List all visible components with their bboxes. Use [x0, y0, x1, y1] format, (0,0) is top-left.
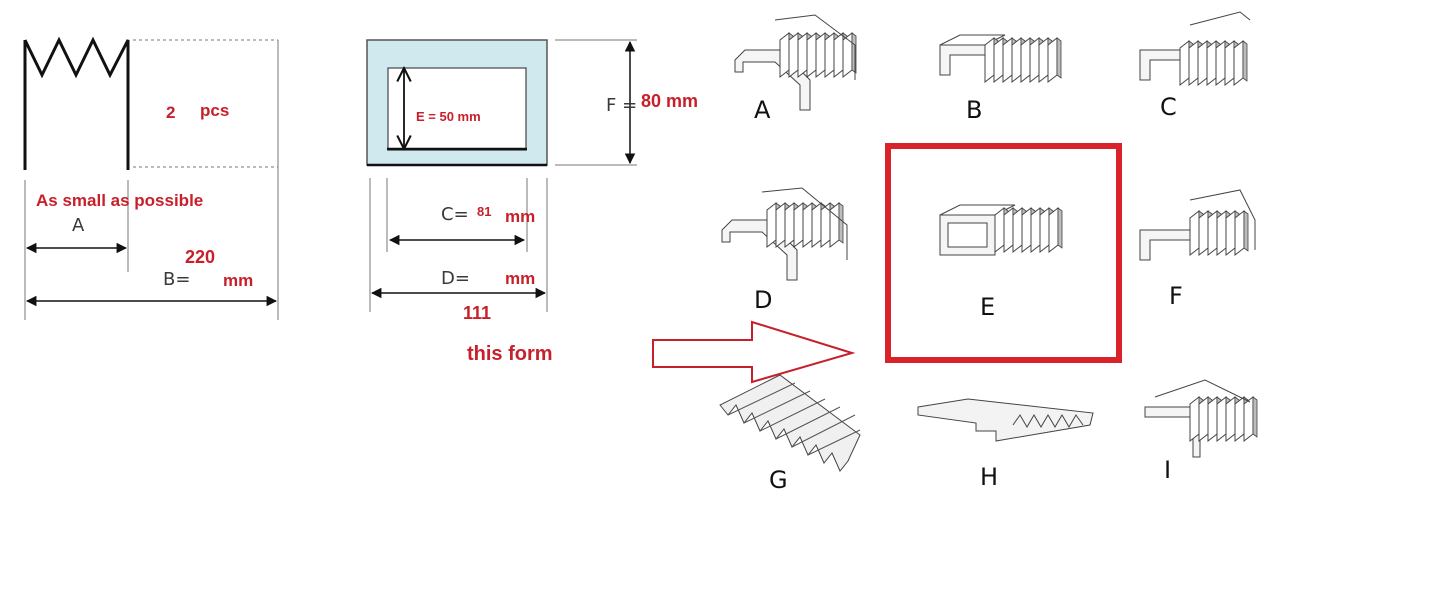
bellows-type-c-icon: [1139, 11, 1251, 86]
dimension-d-unit: mm: [505, 269, 536, 288]
type-i-label: I: [1164, 456, 1172, 484]
type-a-label: A: [754, 96, 771, 124]
arrow-right-icon: [652, 320, 856, 384]
quantity-value: 2: [166, 103, 176, 122]
cross-section-diagram: [366, 39, 637, 312]
type-h-label: H: [980, 463, 999, 491]
zigzag-fold-line: [23, 36, 130, 170]
dimension-c-label: C=: [441, 204, 469, 225]
quantity-unit: pcs: [200, 101, 230, 120]
dimension-b-value: 220: [185, 247, 216, 267]
bellows-type-i-icon: [1144, 379, 1258, 458]
dimension-f-label: F =: [606, 95, 638, 116]
bellows-type-d-icon: [721, 187, 848, 281]
dimension-d-label: D=: [441, 268, 470, 289]
bellows-profile-diagram: [23, 36, 279, 320]
type-g-label: G: [769, 466, 788, 494]
dimension-e-label: E = 50 mm: [416, 109, 481, 124]
dimension-b-unit: mm: [223, 271, 254, 290]
type-f-label: F: [1169, 282, 1183, 310]
type-b-label: B: [966, 96, 983, 124]
bellows-type-g-icon: [719, 374, 861, 472]
bellows-type-h-icon: [917, 398, 1094, 442]
bellows-type-b-icon: [939, 34, 1062, 83]
bellows-type-f-icon: [1139, 189, 1256, 261]
type-d-label: D: [754, 286, 773, 314]
dimension-c-value: 81: [477, 204, 492, 219]
dimension-f-value: 80 mm: [641, 91, 699, 111]
bellows-type-a-icon: [734, 14, 857, 111]
selected-type-highlight: [885, 143, 1122, 363]
type-c-label: C: [1160, 93, 1177, 121]
dimension-a-label: A: [72, 215, 85, 236]
dimension-d-value: 111: [463, 303, 492, 323]
bellows-type-e-icon: [939, 204, 1063, 256]
dimension-a-note: As small as possible: [36, 191, 204, 210]
dimension-b-label: B=: [163, 269, 191, 290]
dimension-c-unit: mm: [505, 207, 536, 226]
type-e-label: E: [980, 293, 996, 321]
pointer-text: this form: [467, 343, 553, 365]
